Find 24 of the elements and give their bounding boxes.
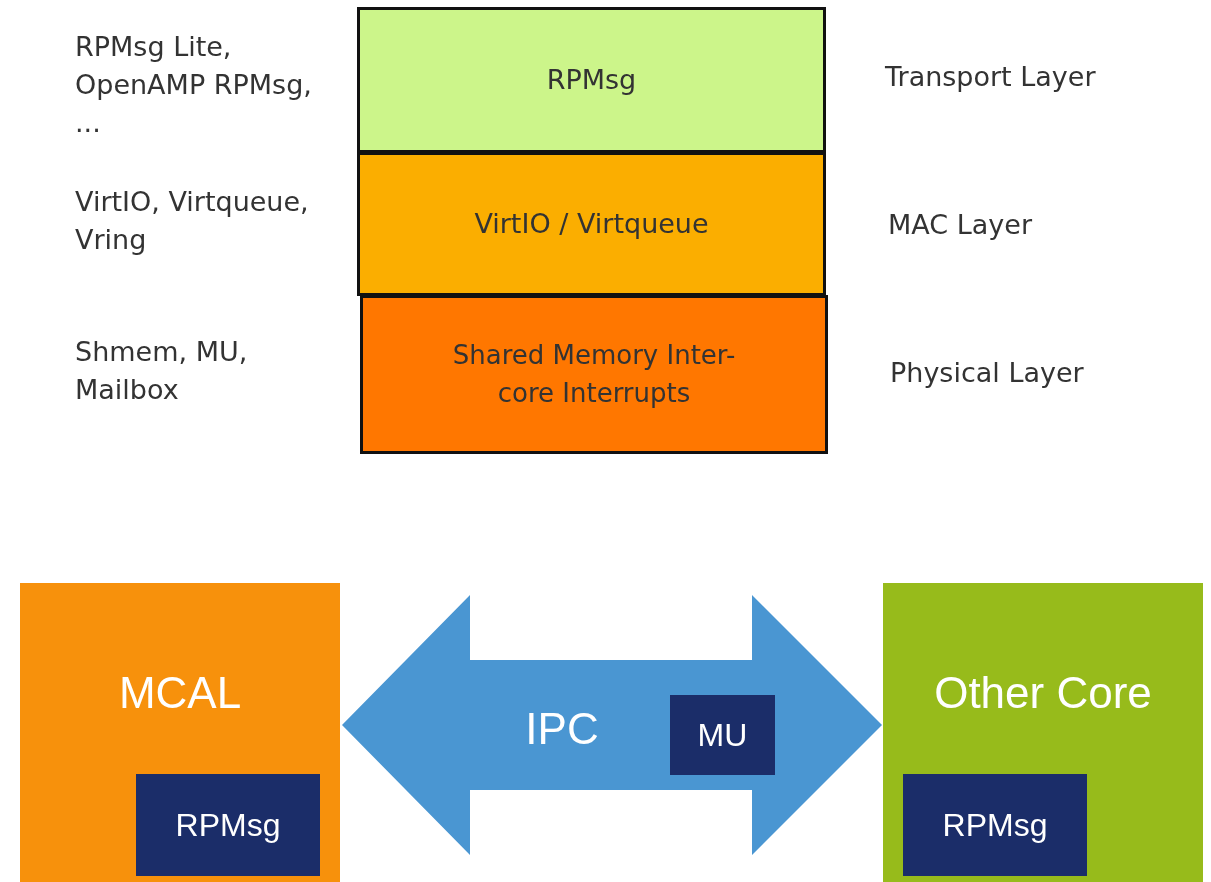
box-label: RPMsg — [546, 63, 637, 98]
side-label: Transport Layer — [885, 60, 1097, 94]
box-label: IPC — [525, 703, 599, 756]
side-label: RPMsg Lite, OpenAMP RPMsg, ... — [75, 30, 313, 140]
box-label: RPMsg — [942, 805, 1048, 845]
layer-box — [360, 295, 828, 454]
core-block — [883, 583, 1203, 882]
box-label: Other Core — [934, 666, 1152, 719]
module-box — [903, 774, 1087, 876]
side-label: MAC Layer — [888, 208, 1033, 242]
box-label: MCAL — [118, 666, 242, 719]
double-arrow — [342, 595, 882, 855]
box-label: RPMsg — [175, 805, 281, 845]
side-label: Shmem, MU, Mailbox — [75, 335, 249, 407]
layer-box — [357, 152, 826, 296]
box-label: VirtIO / Virtqueue — [474, 207, 709, 242]
core-block — [20, 583, 340, 882]
layer-box — [357, 7, 826, 153]
side-label: Physical Layer — [890, 356, 1085, 390]
module-box — [136, 774, 320, 876]
module-box — [670, 695, 775, 775]
box-label: Shared Memory Inter-core Interrupts — [451, 338, 737, 410]
side-label: VirtIO, Virtqueue, Vring — [75, 185, 310, 257]
box-label: MU — [697, 715, 748, 755]
